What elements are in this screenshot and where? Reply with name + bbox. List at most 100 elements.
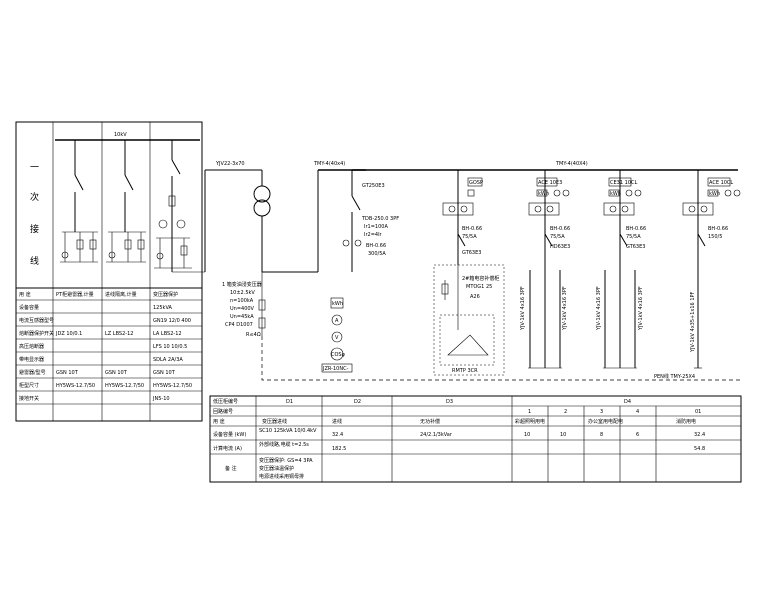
bottom-table-cell: 10 <box>560 432 566 438</box>
feeder-tag-box <box>536 177 558 187</box>
svg-text:COSφ: COSφ <box>331 352 346 358</box>
isolator-switch-symbol <box>74 174 84 191</box>
left-table-cell: 变压器保护 <box>153 291 178 298</box>
left-table: 用 途 PT柜避雷器,计量 进线隔离,计量 变压器保护 设备容量 125kVA … <box>16 291 202 405</box>
main-ct-model: BH-0.66 <box>366 243 386 249</box>
transformer-spec: Un=400V <box>230 306 255 312</box>
left-table-row-label: 熔断器保护开关 <box>19 330 54 337</box>
svg-text:BH-0.66: BH-0.66 <box>626 226 646 232</box>
left-table-row-label: 用 途 <box>19 291 31 298</box>
lv-busbar-1-label: TMY-4(40x4) <box>313 161 345 167</box>
bottom-table-subheader: 1 <box>528 409 531 415</box>
grounding-resistor-symbol <box>258 317 266 329</box>
left-panel: 10kV 一 次 接 线 <box>15 121 205 422</box>
bottom-table-cell: 消防用电 <box>676 418 696 425</box>
feeder-1: GOSP BH-0.66 75/5A GT63E3 2#箱电容补偿柜 MTOG1… <box>433 170 505 376</box>
main-breaker-note: Ir1=100A <box>364 224 388 230</box>
ct-symbol <box>442 202 474 216</box>
svg-text:V: V <box>335 335 339 341</box>
main-breaker-model: GT250E3 <box>362 183 385 189</box>
svg-text:JZR-10NC-: JZR-10NC- <box>322 366 349 372</box>
left-table-cell: JDZ 10/0.1 <box>55 331 82 337</box>
left-table-row-label: 柜型尺寸 <box>19 382 39 389</box>
hv-cabinet-2-schematic <box>106 140 146 263</box>
bottom-table-cell: 变压器保护: GS=4 3PA <box>259 457 313 464</box>
fuse-symbol <box>124 239 132 250</box>
bottom-table-cell: 24/2.1/3kVar <box>420 432 453 438</box>
transformer-spec: n=100kA <box>230 298 254 304</box>
left-table-row-label: 避雷器/型号 <box>19 369 46 376</box>
svg-text:A: A <box>335 318 339 324</box>
bottom-table-subheader: 2 <box>564 409 567 415</box>
main-breaker-symbol <box>351 195 361 211</box>
svg-text:CE31 10CL: CE31 10CL <box>610 180 637 186</box>
load-switch-symbol <box>171 159 181 175</box>
left-table-cell: HY5WS-12.7/50 <box>105 383 144 389</box>
bottom-table-header: 低压柜编号 <box>213 398 238 405</box>
hv-cabinet-1-schematic <box>60 140 98 263</box>
bottom-table-border <box>209 395 742 483</box>
bottom-table-header: D2 <box>354 399 361 405</box>
bottom-table-header: D1 <box>286 399 293 405</box>
feeder-3: CE31 10CL kWh BH-0.66 75/5A GT63E3 YJV-1… <box>596 170 646 369</box>
bottom-table-cell: 电源进线采用铜母排 <box>259 473 304 480</box>
main-breaker-note: Ir2=4Ir <box>364 232 383 238</box>
bottom-table-subheader: 3 <box>600 409 603 415</box>
indicator-lamp-symbol <box>156 252 164 260</box>
bottom-table-cell: 无功补偿 <box>420 418 440 425</box>
left-table-cell: HY5WS-12.7/50 <box>153 383 192 389</box>
arrester-symbol <box>137 239 145 250</box>
bottom-table-row-label: 备 注 <box>225 465 237 472</box>
left-table-cell: LZ LBS2-12 <box>105 331 133 337</box>
feeder-cable-label: YJV-1kV 4x16 3PF <box>520 286 526 331</box>
feeder-tag-box <box>467 177 483 187</box>
svg-text:150/5: 150/5 <box>708 234 722 240</box>
left-table-cell: HY5WS-12.7/50 <box>56 383 95 389</box>
power-factor-meter-symbol <box>330 347 344 361</box>
bottom-table-subheader: 01 <box>695 409 701 415</box>
hv-fuse-symbol <box>168 195 176 207</box>
bottom-table-cell: 10 <box>524 432 530 438</box>
arrester-symbol <box>89 239 97 250</box>
feeder-breaker-symbol <box>697 233 706 247</box>
left-table-cell: JN5-10 <box>152 396 170 402</box>
section-title-char-2: 次 <box>30 191 39 203</box>
ct-symbol <box>603 202 635 216</box>
ammeter-symbol <box>331 314 343 326</box>
voltmeter-symbol <box>331 331 343 343</box>
svg-text:RMTP 3CR: RMTP 3CR <box>452 368 478 374</box>
bottom-table-row-label: 设备容量 (kW) <box>213 431 246 438</box>
section-title-char-3: 接 <box>30 223 39 235</box>
resistor-label: R≤4Ω <box>246 332 261 338</box>
feeder-breaker-symbol <box>457 233 466 247</box>
lv-schematic: YJV22-3x70 1 箱变油浸变压器 10±2.5kV n=100kA Un… <box>204 161 741 381</box>
svg-text:kWh: kWh <box>610 191 621 197</box>
transformer-label: 1 箱变油浸变压器 <box>222 281 262 288</box>
isolator-switch-symbol <box>124 174 134 191</box>
feeder-tag-box <box>707 177 731 187</box>
svg-text:BH-0.66: BH-0.66 <box>462 226 482 232</box>
bottom-table-cell: 32.4 <box>694 432 705 438</box>
bottom-table-cell: 进线 <box>332 418 342 425</box>
svg-text:A26: A26 <box>470 294 480 300</box>
svg-text:BH-0.66: BH-0.66 <box>708 226 728 232</box>
bottom-table-cell: 54.8 <box>694 446 705 452</box>
fuse-symbol <box>76 239 84 250</box>
lv-busbar-2-label: TMY-4(40X4) <box>555 161 588 167</box>
bottom-table-cell: 32.4 <box>332 432 343 438</box>
transformer-spec: Un=45kA <box>230 314 254 320</box>
pen-label: PEN线 TMY-25X4 <box>654 373 695 380</box>
left-table-cell: LA LBS2-12 <box>153 331 182 337</box>
svg-text:YJV-1kV 4x16 3PF: YJV-1kV 4x16 3PF <box>638 286 644 331</box>
svg-text:ACE 10CL: ACE 10CL <box>709 180 733 186</box>
feeder-tag-box <box>608 177 632 187</box>
feeder-2: ACE 10E3 kWh BH-0.66 75/5A HD63E3 YJV-1k… <box>520 170 570 369</box>
relay-symbol <box>321 363 353 373</box>
feeder-cable-label: YJV-1kV 4x16 3PF <box>596 286 602 331</box>
left-table-row-label: 带电显示器 <box>19 356 44 363</box>
svg-text:YJV-1kV 4x16 3PF: YJV-1kV 4x16 3PF <box>562 286 568 331</box>
bottom-table-subheader: 回路编号 <box>213 408 233 415</box>
feeder-breaker-symbol <box>619 233 628 247</box>
bottom-table-cell: 变压器油温保护 <box>259 465 294 472</box>
